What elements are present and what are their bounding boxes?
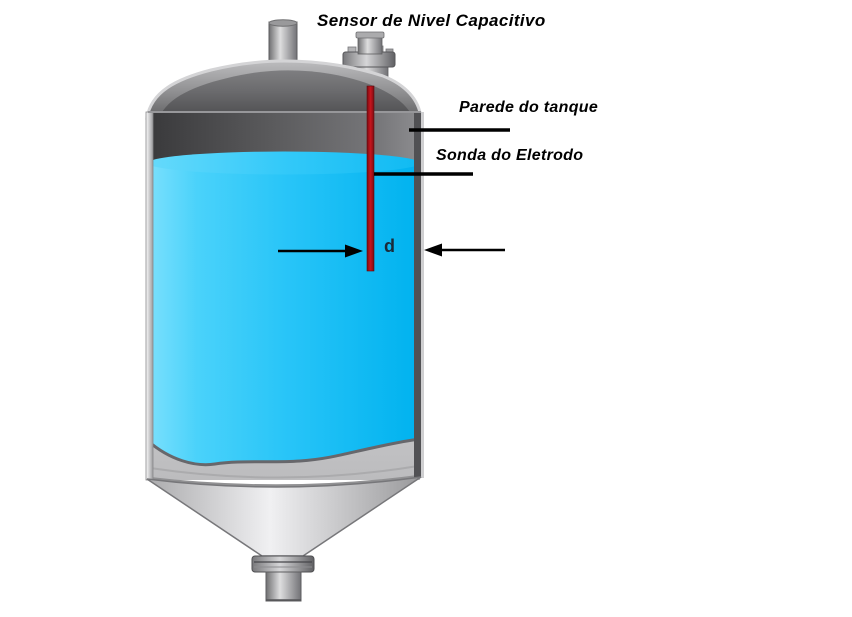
liquid-body [148, 152, 420, 465]
electrode-probe-label: Sonda do Eletrodo [436, 147, 584, 164]
liquid-cut-edge [146, 437, 422, 467]
tank-bottom-seam [149, 465, 419, 479]
tank-top-nozzle [268, 19, 298, 67]
tank-vapor-space [148, 112, 420, 163]
distance-label: d [384, 236, 395, 256]
tank-wall-label: Parede do tanque [459, 99, 599, 116]
liquid-surface [148, 151, 420, 175]
tank-wall-left [145, 111, 154, 481]
tank-wall-right-highlight [421, 112, 424, 478]
probe-electrode [366, 85, 375, 272]
tank-dome [145, 59, 423, 120]
left-arrow [278, 244, 363, 258]
diagram-title: Sensor de Nivel Capacitivo [317, 11, 546, 30]
sensor-fitting [342, 31, 396, 93]
right-arrow [424, 243, 505, 257]
tank-wall-right [414, 112, 421, 478]
tank-outlet [251, 555, 315, 602]
tank-bottom-edge [147, 474, 421, 487]
tank-cone [146, 476, 422, 557]
